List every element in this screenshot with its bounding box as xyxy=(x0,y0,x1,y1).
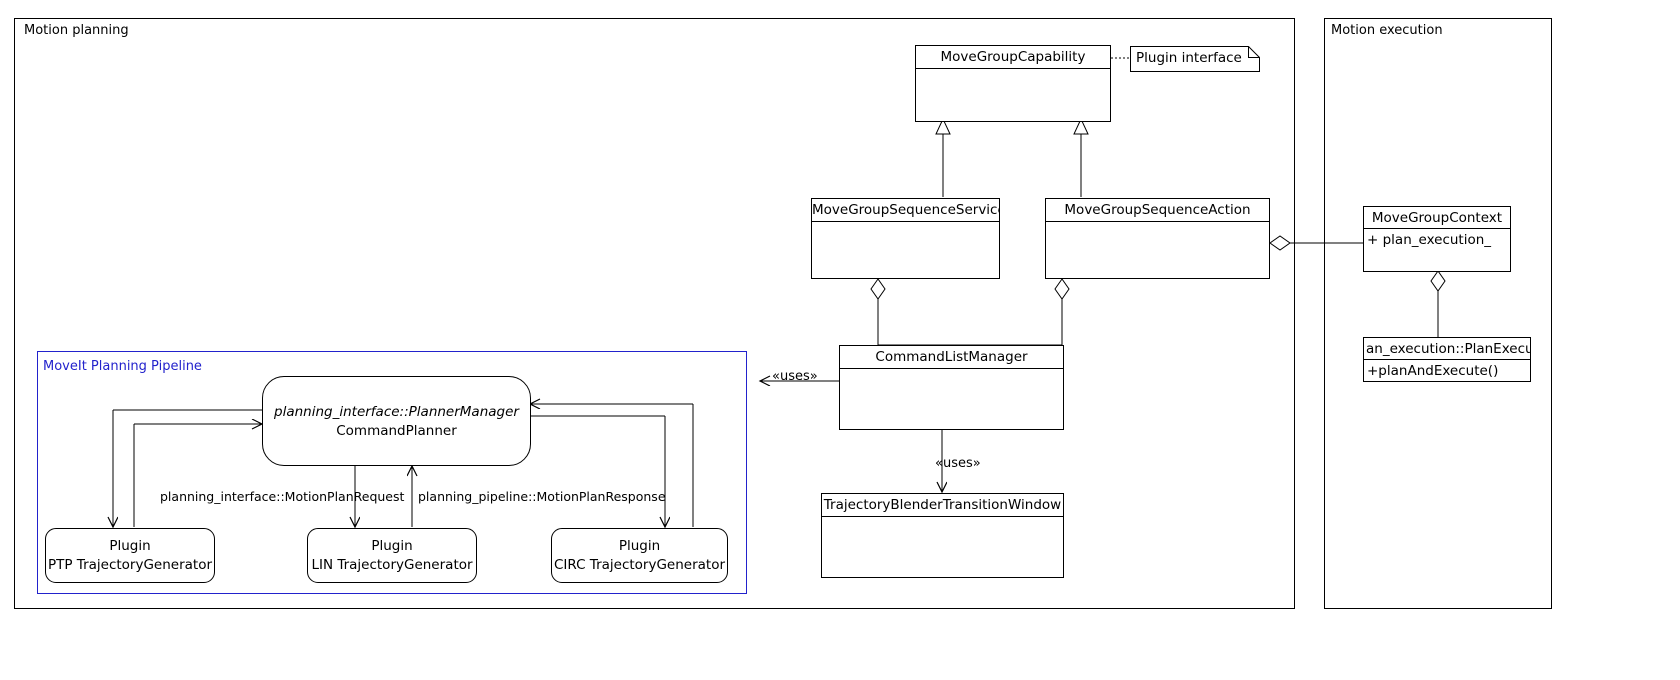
class-attributes-compartment xyxy=(822,517,1063,578)
component-plugin-ptp-kind: Plugin xyxy=(109,537,151,554)
class-attributes-compartment xyxy=(840,369,1063,430)
edge-label-uses-blender: «uses» xyxy=(935,456,981,471)
edge-label-motion-plan-response: planning_pipeline::MotionPlanResponse xyxy=(418,489,666,504)
class-name: MoveGroupSequenceAction xyxy=(1046,199,1269,222)
edge-label-motion-plan-request: planning_interface::MotionPlanRequest xyxy=(160,489,405,504)
class-attributes-compartment xyxy=(916,69,1110,122)
class-attributes-compartment xyxy=(1046,222,1269,279)
class-attributes-compartment xyxy=(812,222,999,278)
class-name: MoveGroupContext xyxy=(1364,207,1510,229)
frame-motion-planning-label: Motion planning xyxy=(24,23,129,38)
aggregation-service-diamond xyxy=(870,278,886,300)
frame-motion-execution-label: Motion execution xyxy=(1331,23,1443,38)
component-plugin-circ[interactable]: Plugin CIRC TrajectoryGenerator xyxy=(551,528,728,583)
generalization-service-triangle xyxy=(935,117,951,135)
class-command-list-manager[interactable]: CommandListManager xyxy=(839,345,1064,430)
class-plan-execution[interactable]: an_execution::PlanExecuti +planAndExecut… xyxy=(1363,337,1531,382)
class-move-group-sequence-service[interactable]: MoveGroupSequenceService xyxy=(811,198,1000,279)
class-move-group-context[interactable]: MoveGroupContext + plan_execution_ xyxy=(1363,206,1511,272)
class-attributes-empty xyxy=(1364,251,1510,272)
component-plugin-circ-kind: Plugin xyxy=(618,537,661,554)
edge-label-uses-planner: «uses» xyxy=(772,369,818,384)
package-moveit-planning-pipeline-label: MoveIt Planning Pipeline xyxy=(43,359,202,374)
package-moveit-planning-pipeline xyxy=(37,351,747,594)
aggregation-planexec-diamond xyxy=(1430,270,1446,292)
component-command-planner[interactable]: planning_interface::PlannerManager Comma… xyxy=(262,376,531,466)
component-command-planner-name: CommandPlanner xyxy=(336,423,457,439)
class-name: TrajectoryBlenderTransitionWindow xyxy=(822,494,1063,517)
class-attribute-plan-execution: + plan_execution_ xyxy=(1367,232,1492,248)
note-plugin-interface: Plugin interface xyxy=(1130,46,1260,72)
class-name: CommandListManager xyxy=(840,346,1063,369)
aggregation-action-diamond xyxy=(1054,278,1070,300)
component-plugin-lin-kind: Plugin xyxy=(371,537,413,554)
class-attribute-plan-and-execute: +planAndExecute() xyxy=(1367,363,1499,379)
component-plugin-lin[interactable]: Plugin LIN TrajectoryGenerator xyxy=(307,528,477,583)
generalization-action-triangle xyxy=(1073,117,1089,135)
class-trajectory-blender-transition-window[interactable]: TrajectoryBlenderTransitionWindow xyxy=(821,493,1064,578)
class-move-group-capability[interactable]: MoveGroupCapability xyxy=(915,45,1111,122)
note-shape xyxy=(1130,46,1260,72)
component-plugin-lin-name: LIN TrajectoryGenerator xyxy=(311,556,473,573)
class-name: MoveGroupSequenceService xyxy=(812,199,999,222)
class-move-group-sequence-action[interactable]: MoveGroupSequenceAction xyxy=(1045,198,1270,279)
class-name: an_execution::PlanExecuti xyxy=(1364,338,1530,360)
note-plugin-interface-text: Plugin interface xyxy=(1136,50,1242,66)
class-name: MoveGroupCapability xyxy=(916,46,1110,69)
component-command-planner-stereotype: planning_interface::PlannerManager xyxy=(274,404,519,420)
aggregation-context-diamond xyxy=(1269,235,1291,251)
component-plugin-ptp[interactable]: Plugin PTP TrajectoryGenerator xyxy=(45,528,215,583)
component-plugin-circ-name: CIRC TrajectoryGenerator xyxy=(553,556,726,573)
component-plugin-ptp-name: PTP TrajectoryGenerator xyxy=(47,556,213,573)
frame-motion-execution xyxy=(1324,18,1552,609)
frame-motion-planning xyxy=(14,18,1295,609)
